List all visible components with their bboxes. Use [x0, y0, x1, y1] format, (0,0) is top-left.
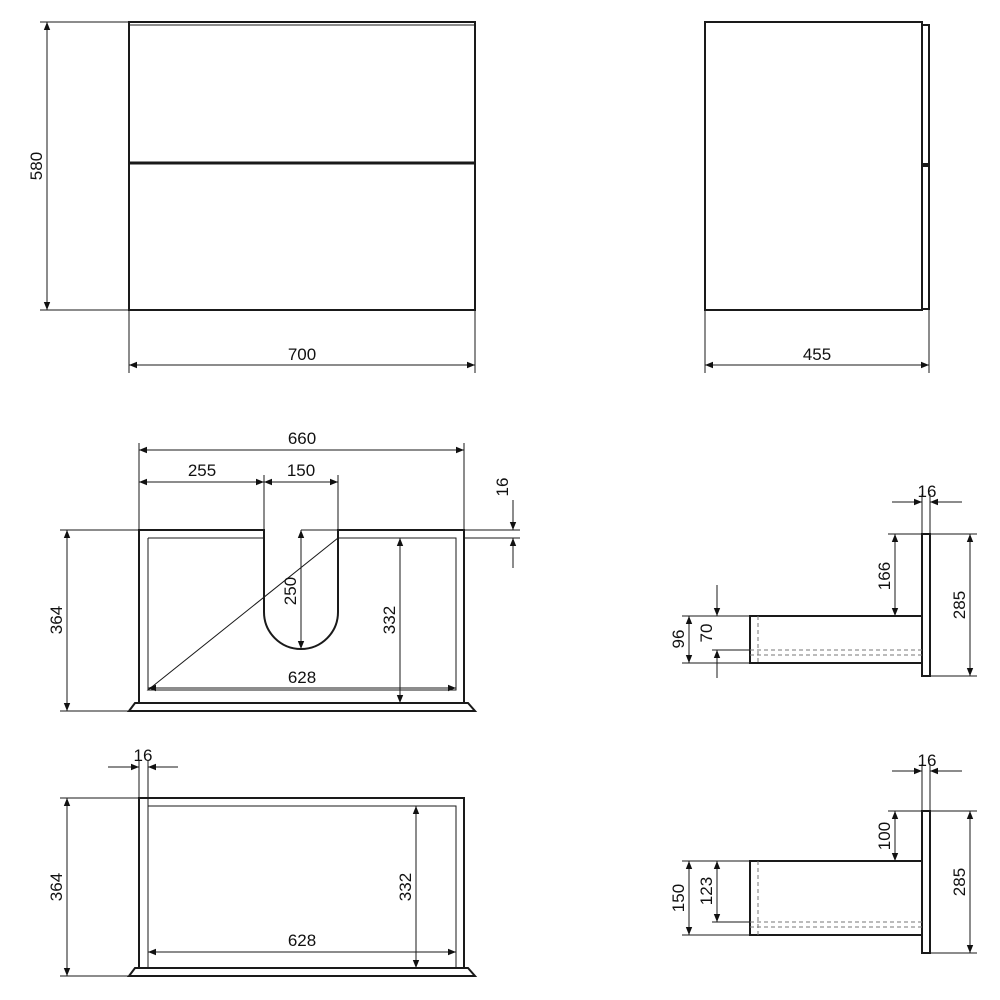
dim-inner-width: 628 — [288, 931, 316, 950]
cabinet-front-outline — [128, 21, 476, 311]
side-view: 455 — [704, 21, 930, 373]
dim-front-height: 150 — [669, 884, 688, 912]
drawer-rail — [749, 860, 922, 936]
dim-inner-width: 628 — [288, 668, 316, 687]
dim-front-width: 700 — [288, 345, 316, 364]
dim-panel-thickness: 16 — [918, 751, 937, 770]
drawer-box-outline — [138, 529, 465, 704]
dim-panel-height: 285 — [950, 591, 969, 619]
cabinet-side-outline — [704, 21, 923, 311]
front-panel — [921, 810, 931, 954]
dim-front-height: 96 — [669, 630, 688, 649]
drawer-front-edge-lower — [921, 165, 930, 310]
drawer-front-base — [127, 967, 478, 977]
drawer-front-base — [127, 702, 478, 712]
dim-upper-gap: 166 — [875, 562, 894, 590]
dim-outer-height: 364 — [47, 873, 66, 901]
drawer-plan-bottom: 16 364 332 628 — [47, 746, 478, 977]
drawer-box-inner — [147, 798, 457, 968]
drawer-rail — [749, 615, 922, 664]
dim-cutout-width: 150 — [287, 461, 315, 480]
front-view: 580 700 — [27, 21, 476, 373]
drawer-plan-top: 660 255 150 16 250 332 364 628 — [47, 429, 520, 712]
dim-front-height: 580 — [27, 152, 46, 180]
drawer-front-edge-upper — [921, 24, 930, 165]
dim-outer-width: 660 — [288, 429, 316, 448]
dim-panel-thickness: 16 — [493, 478, 512, 497]
drawer-box-inner — [146, 537, 457, 691]
dim-inner-height: 332 — [396, 873, 415, 901]
front-panel — [921, 533, 931, 677]
dim-upper-gap: 100 — [875, 822, 894, 850]
dim-cutout-depth: 250 — [281, 577, 300, 605]
dim-rail-height: 70 — [697, 624, 716, 643]
dim-panel-thickness: 16 — [134, 746, 153, 765]
dim-panel-height: 285 — [950, 868, 969, 896]
dim-side-depth: 455 — [803, 345, 831, 364]
dim-panel-thickness: 16 — [918, 482, 937, 501]
section-detail-top: 16 166 285 96 70 — [669, 482, 977, 678]
dim-cutout-offset: 255 — [188, 461, 216, 480]
dim-outer-height: 364 — [47, 606, 66, 634]
dim-rail-height: 123 — [697, 877, 716, 905]
dim-inner-height: 332 — [380, 606, 399, 634]
section-detail-bottom: 16 100 285 150 123 — [669, 751, 977, 954]
